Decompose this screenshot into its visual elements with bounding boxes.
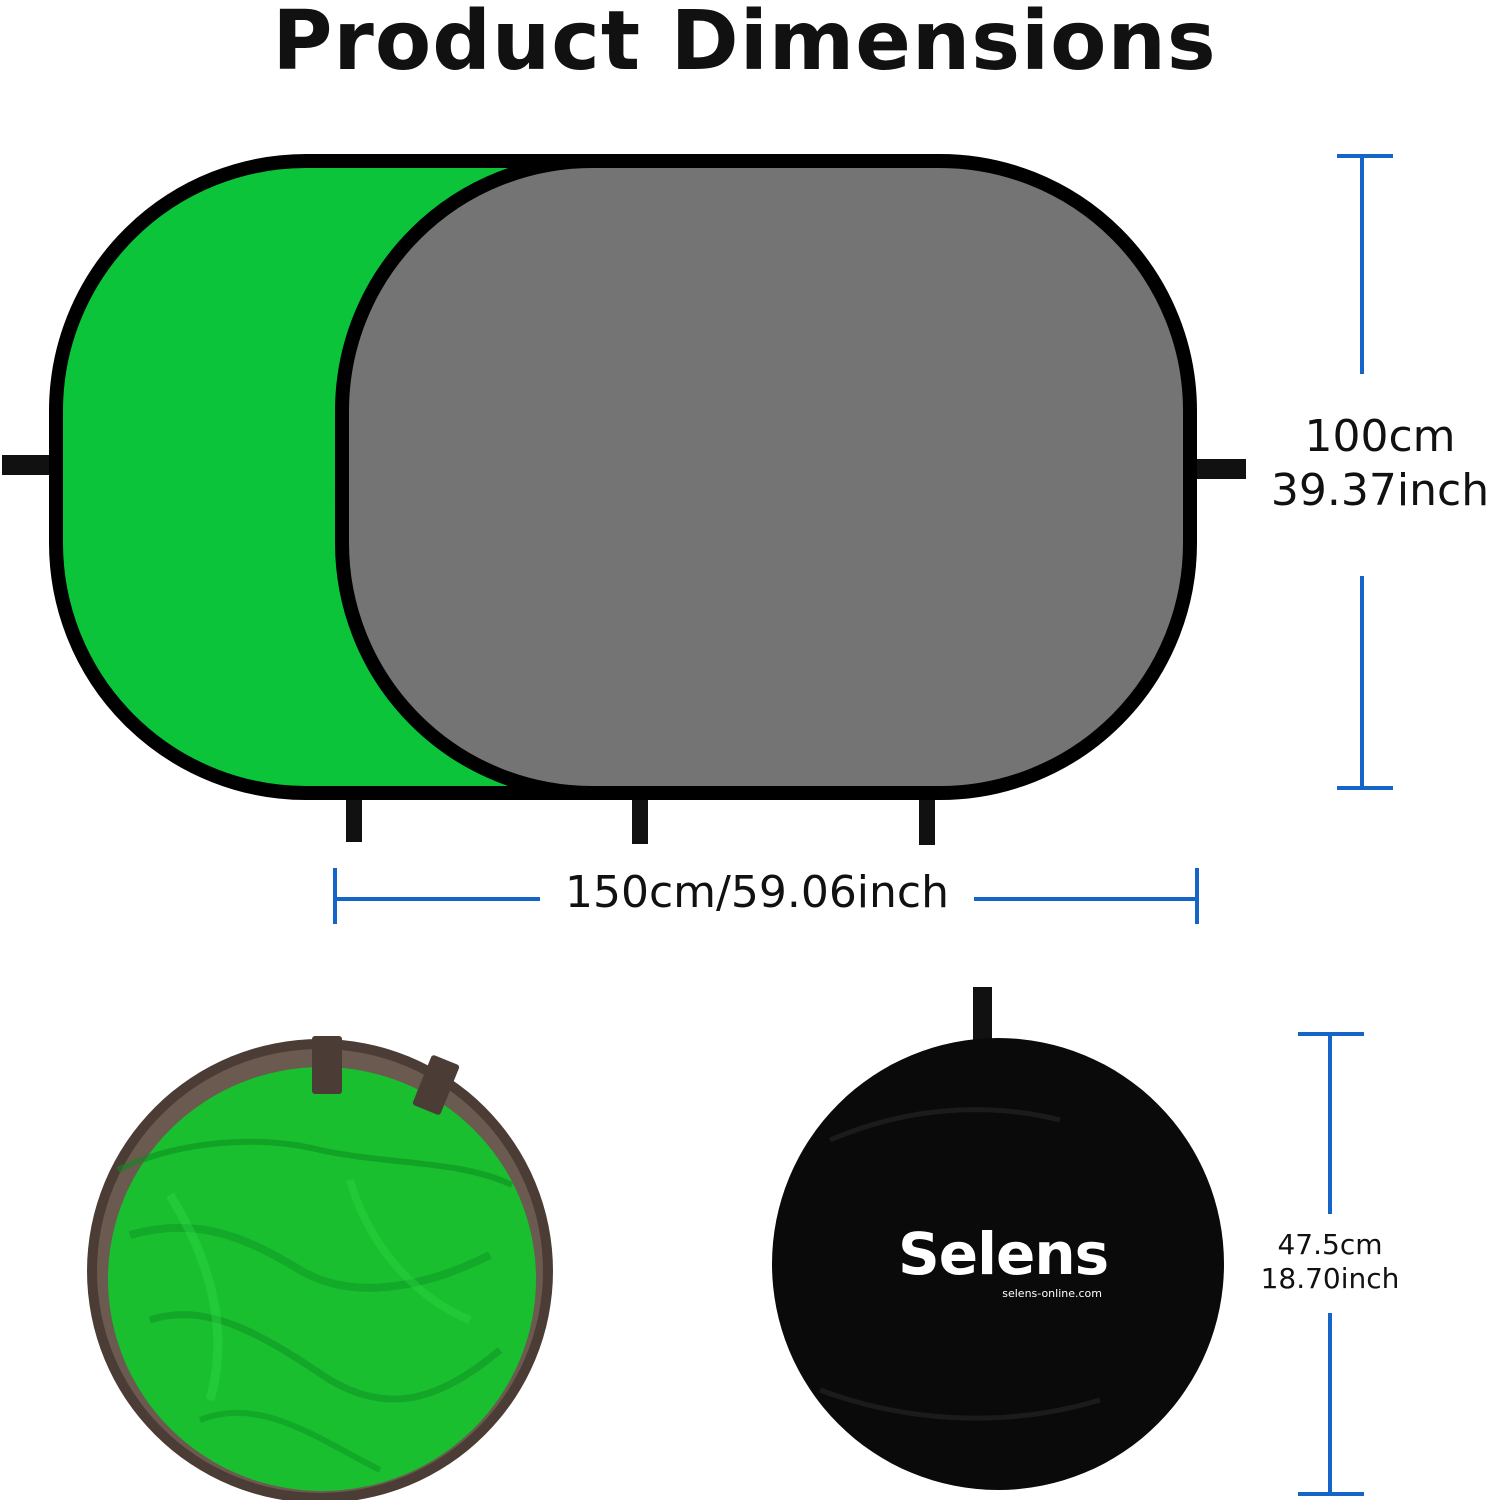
folded-height-dimension-line [1298, 1032, 1364, 1496]
brand-logo: Selens selens-online.com [898, 1220, 1109, 1300]
bag-hanging-tab [973, 987, 992, 1047]
height-inch: 39.37inch [1270, 464, 1489, 516]
height-dimension-line [1337, 154, 1393, 790]
folded-height-label: 47.5cm 18.70inch [1248, 1228, 1412, 1296]
bottom-strap-tab [919, 788, 935, 845]
gray-screen-panel [335, 154, 1197, 800]
height-label: 100cm 39.37inch [1262, 410, 1489, 517]
page-title: Product Dimensions [272, 0, 1217, 89]
left-strap-tab [2, 455, 64, 475]
width-label: 150cm/59.06inch [564, 867, 949, 918]
carry-bag [772, 987, 1224, 1490]
folded-strap-tab [412, 1055, 460, 1115]
right-strap-tab [1186, 459, 1246, 479]
bottom-strap-tab [346, 788, 362, 842]
folded-height-inch: 18.70inch [1260, 1262, 1400, 1296]
width-dimension-line [333, 868, 1199, 924]
folded-green-backdrop [87, 1036, 553, 1500]
folded-height-cm: 47.5cm [1277, 1228, 1383, 1261]
brand-name: Selens [898, 1220, 1109, 1288]
height-cm: 100cm [1304, 411, 1456, 462]
folded-strap-tab [312, 1036, 342, 1094]
bottom-strap-tab [632, 788, 648, 844]
brand-url: selens-online.com [1002, 1287, 1102, 1300]
